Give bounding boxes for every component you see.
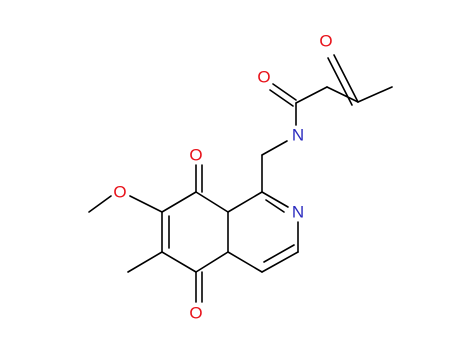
bond-pyr-amide-c — [295, 86, 328, 104]
bond-c3-c4 — [261, 251, 299, 273]
bond-c8a-c8 — [195, 191, 229, 213]
atom-n-amide: N — [292, 126, 304, 145]
bond-n-ch2 — [261, 140, 288, 156]
bond-c1-n2-double — [265, 199, 285, 213]
atom-o-quinone-bottom: O — [189, 304, 202, 323]
bond-c4-c4a — [227, 251, 263, 273]
bond-amide-co-2 — [269, 89, 294, 107]
bond-c6-c5 — [161, 251, 197, 273]
bond-c1-n2 — [261, 191, 289, 208]
atom-o-ketone: O — [319, 32, 332, 51]
bond-c6-methyl — [127, 251, 163, 273]
atom-o-methoxy: O — [113, 183, 126, 202]
bond-c5-c4a — [195, 251, 229, 273]
bond-ome-ch3 — [88, 195, 112, 213]
bond-c8-c7 — [161, 191, 197, 213]
bond-layer — [88, 54, 393, 303]
bond-ketone-co-1 — [333, 54, 359, 103]
atom-o-quinone-top: O — [189, 146, 202, 165]
bond-c3-c4-double — [263, 244, 295, 263]
atom-n-ring: N — [292, 203, 304, 222]
bond-c8a-c1 — [227, 191, 263, 213]
atom-o-amide: O — [257, 68, 270, 87]
bond-amide-co-1 — [272, 83, 297, 101]
bond-pyr-methyl — [357, 86, 393, 103]
bond-pyr-c-c — [326, 86, 359, 103]
bond-c7-ome — [129, 195, 163, 213]
